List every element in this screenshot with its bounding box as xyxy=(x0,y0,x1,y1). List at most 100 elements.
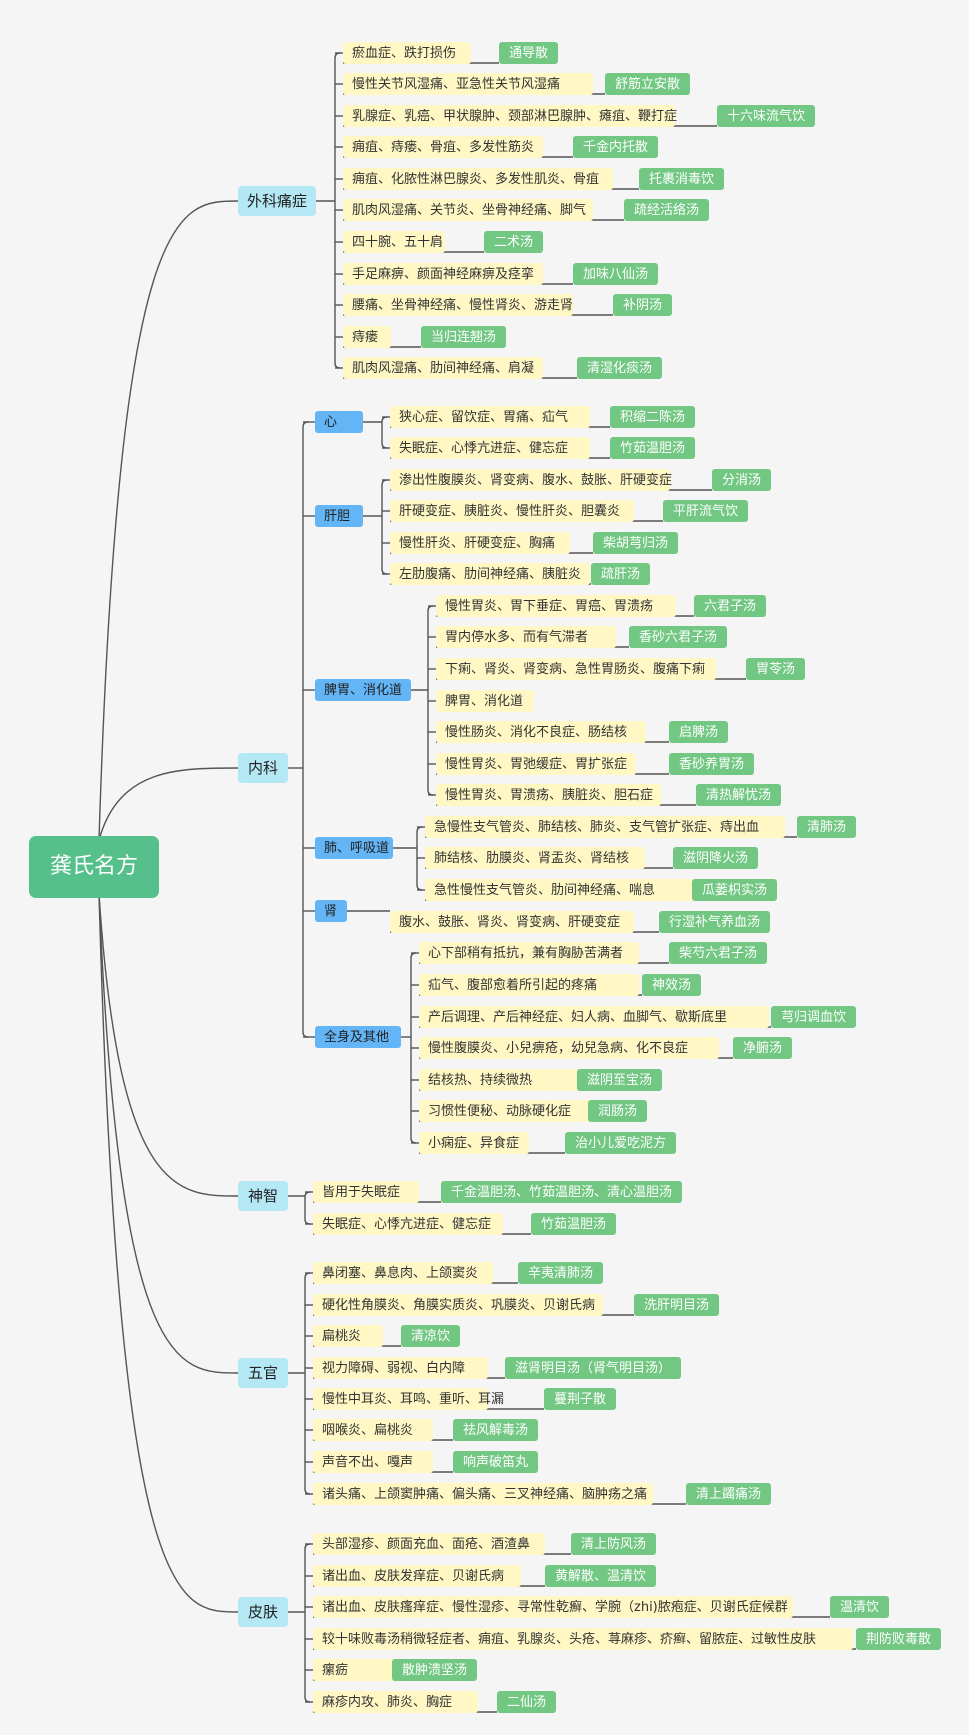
category-node[interactable]: 神智 xyxy=(238,1181,288,1211)
symptom-node[interactable]: 较十味败毒汤稍微轻症者、痈疽、乳腺炎、头疮、荨麻疹、疥癣、留脓症、过敏性皮肤 xyxy=(313,1628,853,1650)
prescription-node[interactable]: 通导散 xyxy=(499,42,559,64)
prescription-node[interactable]: 滋肾明目汤（肾气明目汤） xyxy=(505,1357,682,1379)
prescription-node[interactable]: 清热解忧汤 xyxy=(696,784,782,806)
symptom-node[interactable]: 狭心症、留饮症、胃痛、疝气 xyxy=(390,406,590,428)
prescription-node[interactable]: 清凉饮 xyxy=(401,1325,461,1347)
prescription-node[interactable]: 荆防败毒散 xyxy=(856,1628,942,1650)
symptom-node[interactable]: 诸出血、皮肤发痒症、贝谢氏病 xyxy=(313,1565,521,1587)
prescription-node[interactable]: 响声破笛丸 xyxy=(453,1451,539,1473)
symptom-node[interactable]: 慢性肝炎、肝硬变症、胸痛 xyxy=(390,532,570,554)
subgroup-node[interactable]: 全身及其他 xyxy=(315,1026,401,1048)
subgroup-node[interactable]: 心 xyxy=(315,411,363,433)
symptom-node[interactable]: 慢性肠炎、消化不良症、肠结核 xyxy=(436,721,646,743)
prescription-node[interactable]: 清上防风汤 xyxy=(571,1533,657,1555)
symptom-node[interactable]: 扁桃炎 xyxy=(313,1325,383,1347)
category-node[interactable]: 皮肤 xyxy=(238,1597,288,1627)
category-node[interactable]: 五官 xyxy=(238,1358,288,1388)
prescription-node[interactable]: 十六味流气饮 xyxy=(717,105,816,127)
prescription-node[interactable]: 香砂六君子汤 xyxy=(629,626,728,648)
prescription-node[interactable]: 芎归调血饮 xyxy=(771,1006,857,1028)
symptom-node[interactable]: 瘀血症、跌打损伤 xyxy=(343,42,471,64)
symptom-node[interactable]: 痔瘘 xyxy=(343,326,391,348)
prescription-node[interactable]: 当归连翘汤 xyxy=(421,326,507,348)
prescription-node[interactable]: 六君子汤 xyxy=(694,595,767,617)
symptom-node[interactable]: 慢性腹膜炎、小兒痹疮，幼兒急病、化不良症 xyxy=(419,1037,719,1059)
prescription-node[interactable]: 滋阴至宝汤 xyxy=(577,1069,663,1091)
prescription-node[interactable]: 竹茹温胆汤 xyxy=(531,1213,617,1235)
symptom-node[interactable]: 肝硬变症、胰脏炎、慢性肝炎、胆囊炎 xyxy=(390,500,634,522)
prescription-node[interactable]: 分消汤 xyxy=(712,469,772,491)
subgroup-node[interactable]: 肺、呼吸道 xyxy=(315,837,393,859)
prescription-node[interactable]: 洗肝明目汤 xyxy=(634,1294,720,1316)
symptom-node[interactable]: 痈疽、痔瘘、骨疽、多发性筋炎 xyxy=(343,136,543,158)
prescription-node[interactable]: 祛风解毒汤 xyxy=(453,1419,539,1441)
prescription-node[interactable]: 润肠汤 xyxy=(588,1100,648,1122)
symptom-node[interactable]: 咽喉炎、扁桃炎 xyxy=(313,1419,433,1441)
symptom-node[interactable]: 四十腕、五十肩 xyxy=(343,231,445,253)
prescription-node[interactable]: 舒筋立安散 xyxy=(605,73,691,95)
prescription-node[interactable]: 竹茹温胆汤 xyxy=(610,437,696,459)
symptom-node[interactable]: 慢性胃炎、胃溃疡、胰脏炎、胆石症 xyxy=(436,784,661,806)
prescription-node[interactable]: 千金内托散 xyxy=(573,136,659,158)
symptom-node[interactable]: 皆用于失眠症 xyxy=(313,1181,419,1203)
prescription-node[interactable]: 黄解散、温清饮 xyxy=(545,1565,657,1587)
symptom-node[interactable]: 习惯性便秘、动脉硬化症 xyxy=(419,1100,599,1122)
symptom-node[interactable]: 下痢、肾炎、肾变病、急性胃肠炎、腹痛下痢 xyxy=(436,658,716,680)
prescription-node[interactable]: 神效汤 xyxy=(642,974,702,996)
prescription-node[interactable]: 启脾汤 xyxy=(669,721,729,743)
symptom-node[interactable]: 诸头痛、上颌窦肿痛、偏头痛、三叉神经痛、脑肿疡之痛 xyxy=(313,1483,653,1505)
symptom-node[interactable]: 慢性胃炎、胃下垂症、胃癌、胃溃疡 xyxy=(436,595,676,617)
symptom-node[interactable]: 痈疽、化脓性淋巴腺炎、多发性肌炎、骨疽 xyxy=(343,168,613,190)
prescription-node[interactable]: 积缩二陈汤 xyxy=(610,406,696,428)
subgroup-node[interactable]: 脾胃、消化道 xyxy=(315,679,411,701)
prescription-node[interactable]: 清肺汤 xyxy=(797,816,857,838)
symptom-node[interactable]: 腹水、鼓胀、肾炎、肾变病、肝硬变症 xyxy=(390,911,634,933)
prescription-node[interactable]: 蔓荆子散 xyxy=(544,1388,617,1410)
symptom-node[interactable]: 产后调理、产后神经症、妇人病、血脚气、歇斯底里 xyxy=(419,1006,769,1028)
symptom-node[interactable]: 硬化性角膜炎、角膜实质炎、巩膜炎、贝谢氏病 xyxy=(313,1294,603,1316)
symptom-node[interactable]: 心下部稍有抵抗，兼有胸胁苦满者 xyxy=(419,942,639,964)
symptom-node[interactable]: 手足麻痹、颜面神经麻痹及痉挛 xyxy=(343,263,543,285)
symptom-node[interactable]: 肌肉风湿痛、肋间神经痛、肩凝 xyxy=(343,357,543,379)
symptom-node[interactable]: 胃内停水多、而有气滞者 xyxy=(436,626,616,648)
prescription-node[interactable]: 辛夷清肺汤 xyxy=(518,1262,604,1284)
symptom-node[interactable]: 慢性中耳炎、耳鸣、重听、耳漏 xyxy=(313,1388,504,1410)
symptom-node[interactable]: 瘰疬 xyxy=(313,1659,403,1681)
symptom-node[interactable]: 腰痛、坐骨神经痛、慢性肾炎、游走肾 xyxy=(343,294,573,316)
symptom-node[interactable]: 结核热、持续微热 xyxy=(419,1069,579,1091)
symptom-node[interactable]: 声音不出、嘎声 xyxy=(313,1451,433,1473)
symptom-node[interactable]: 急慢性支气管炎、肺结核、肺炎、支气管扩张症、痔出血 xyxy=(425,816,785,838)
prescription-node[interactable]: 净腑汤 xyxy=(733,1037,793,1059)
prescription-node[interactable]: 滋阴降火汤 xyxy=(673,847,759,869)
prescription-node[interactable]: 散肿溃坚汤 xyxy=(392,1659,478,1681)
symptom-node[interactable]: 头部湿疹、颜面充血、面疮、酒渣鼻 xyxy=(313,1533,545,1555)
subgroup-node[interactable]: 肾 xyxy=(315,900,347,922)
category-node[interactable]: 内科 xyxy=(238,753,288,783)
prescription-node[interactable]: 二仙汤 xyxy=(497,1691,557,1713)
symptom-node[interactable]: 疝气、腹部愈着所引起的疼痛 xyxy=(419,974,639,996)
symptom-node[interactable]: 脾胃、消化道 xyxy=(436,690,534,712)
symptom-node[interactable]: 麻疹内攻、肺炎、胸症 xyxy=(313,1691,478,1713)
symptom-node[interactable]: 肺结核、肋膜炎、肾盂炎、肾结核 xyxy=(425,847,645,869)
prescription-node[interactable]: 平肝流气饮 xyxy=(663,500,749,522)
symptom-node[interactable]: 肌肉风湿痛、关节炎、坐骨神经痛、脚气 xyxy=(343,199,593,221)
prescription-node[interactable]: 清湿化痰汤 xyxy=(577,357,663,379)
symptom-node[interactable]: 小痫症、异食症 xyxy=(419,1132,529,1154)
prescription-node[interactable]: 治小儿爱吃泥方 xyxy=(565,1132,677,1154)
symptom-node[interactable]: 鼻闭塞、鼻息肉、上颌窦炎 xyxy=(313,1262,493,1284)
prescription-node[interactable]: 补阴汤 xyxy=(613,294,673,316)
prescription-node[interactable]: 千金温胆汤、竹茹温胆汤、清心温胆汤 xyxy=(441,1181,683,1203)
prescription-node[interactable]: 温清饮 xyxy=(830,1596,890,1618)
prescription-node[interactable]: 二术汤 xyxy=(484,231,544,253)
subgroup-node[interactable]: 肝胆 xyxy=(315,505,363,527)
symptom-node[interactable]: 慢性关节风湿痛、亚急性关节风湿痛 xyxy=(343,73,593,95)
prescription-node[interactable]: 柴芍六君子汤 xyxy=(669,942,768,964)
prescription-node[interactable]: 清上蠲痛汤 xyxy=(686,1483,772,1505)
symptom-node[interactable]: 慢性胃炎、胃弛缓症、胃扩张症 xyxy=(436,753,636,775)
prescription-node[interactable]: 胃苓汤 xyxy=(746,658,806,680)
symptom-node[interactable]: 渗出性腹膜炎、肾变病、腹水、鼓胀、肝硬变症 xyxy=(390,469,672,491)
symptom-node[interactable]: 左肋腹痛、肋间神经痛、胰脏炎 xyxy=(390,563,590,585)
prescription-node[interactable]: 香砂养胃汤 xyxy=(669,753,755,775)
prescription-node[interactable]: 托裹消毒饮 xyxy=(639,168,725,190)
symptom-node[interactable]: 乳腺症、乳癌、甲状腺肿、颈部淋巴腺肿、瘫疽、鞭打症 xyxy=(343,105,677,127)
